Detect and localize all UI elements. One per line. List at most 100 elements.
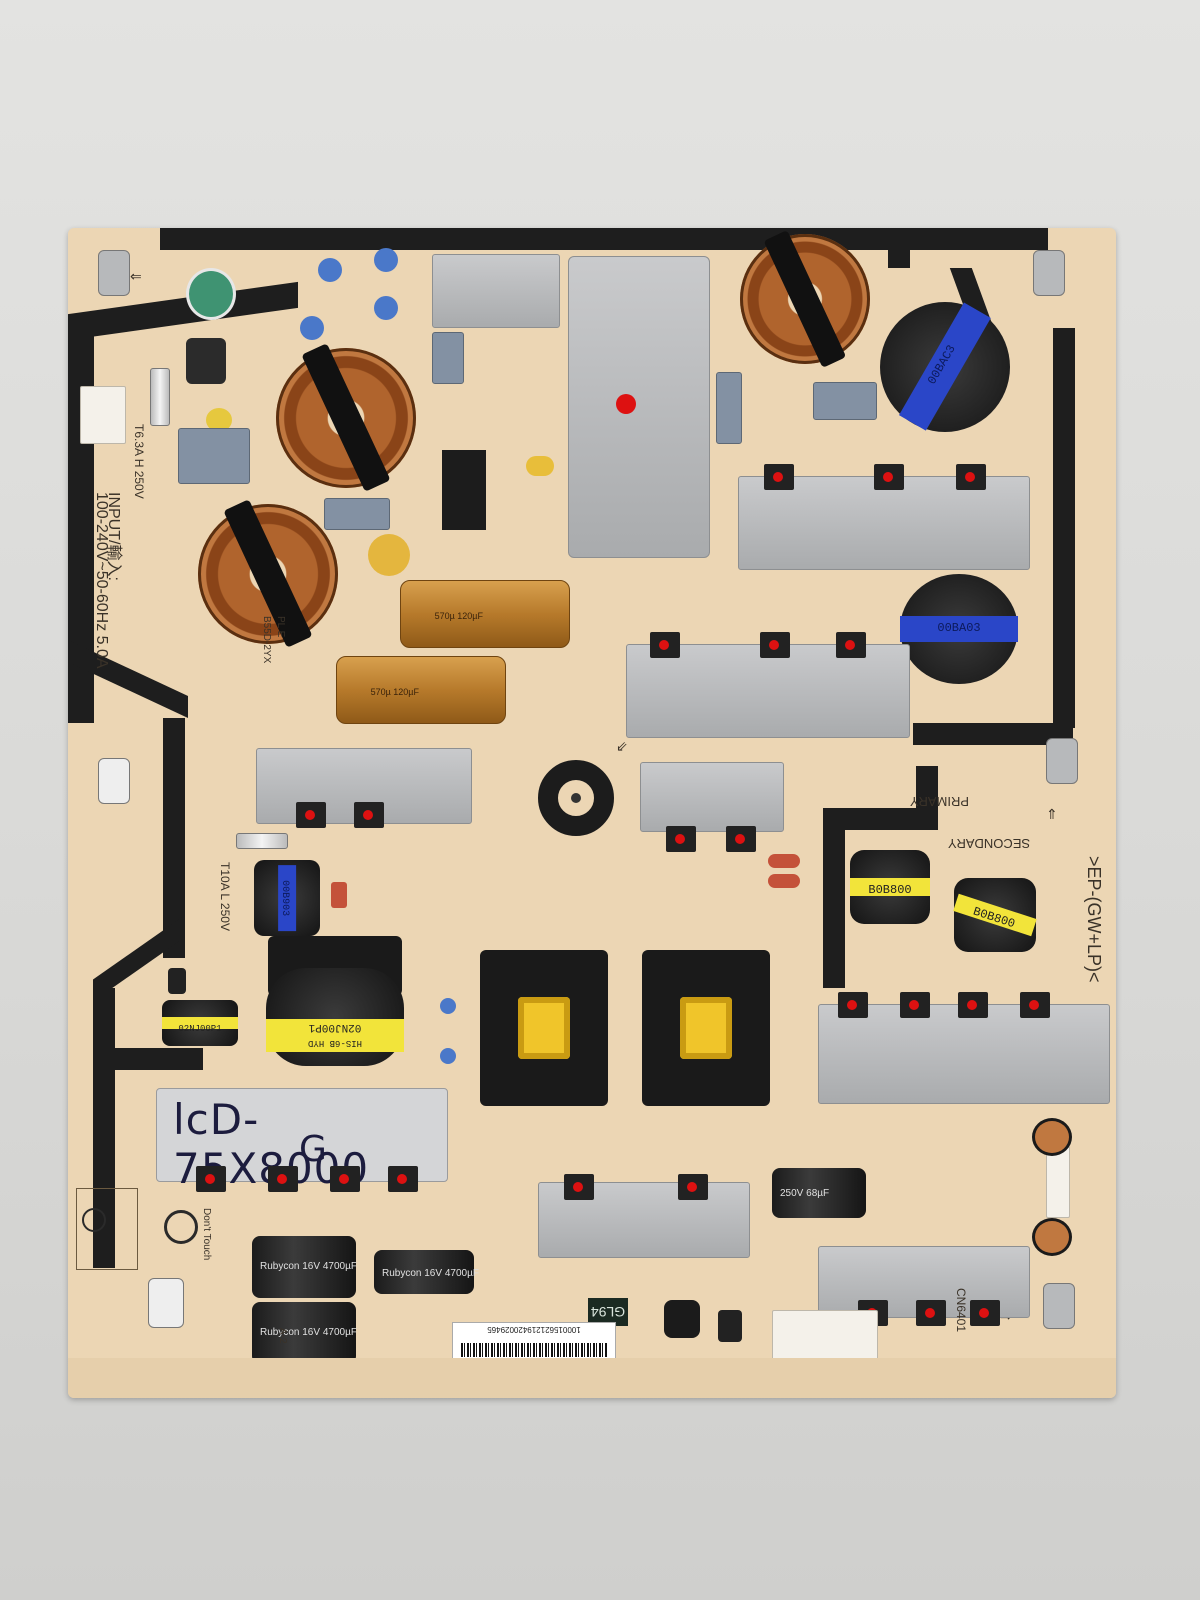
pfc-choke: 00BA03 [900,574,1018,684]
component-marking: 00BA03 [900,615,1018,643]
capacitor-rating: 250V 68µF [780,1188,830,1199]
main-transformer [642,950,770,1106]
film-capacitor [768,854,800,868]
y-capacitor [440,1048,456,1064]
mosfet [650,632,680,658]
secondary-label: SECONDARY [948,836,1031,851]
input-rating-label: 100-240V~50-60Hz 5.0A [93,492,110,669]
ceramic-capacitor [526,456,554,476]
ferrite-inductor [1032,1218,1072,1256]
capacitor-rating: Rubycon 16V 4700µF [260,1326,357,1338]
certification-box [76,1188,138,1270]
revision-label: A-2 [277,1328,288,1344]
pl-label: PL E [275,616,286,638]
pfc-heatsink [568,256,710,558]
heatsink [738,476,1030,570]
mosfet [760,632,790,658]
primary-label: PRIMARY [910,794,969,809]
ac-input-connector [80,386,126,444]
capacitor-rating: 570µ 120µF [434,610,483,621]
toroid-inductor [276,343,416,493]
y-capacitor [300,316,324,340]
component-marking: B0B800 [850,878,930,897]
mosfet [388,1166,418,1192]
ep-marking-label: >EP-(GW+LP)< [1084,856,1104,983]
output-inductor: B0B800 [850,850,930,924]
trace [838,808,938,830]
mosfet [354,802,384,828]
mounting-tab [98,758,130,804]
capacitor-rating: 570µ 120µF [370,686,419,697]
mosfet [330,1166,360,1192]
barcode-sticker: 100015621219420029465 [452,1322,616,1362]
mosfet [916,1300,946,1326]
toroid-inductor [740,229,870,369]
arrow-left-icon: ⇐ [130,268,142,284]
relay [442,450,486,530]
component-marking: 00B903 [277,864,297,931]
mosfet [678,1174,708,1200]
x-capacitor [324,498,390,530]
capacitor-rating: Rubycon 16V 4700µF [382,1267,479,1279]
transformer-sub-code: HIS-6B HYD [308,1037,363,1048]
y-capacitor [318,258,342,282]
electrolytic-capacitor [718,1310,742,1342]
thermistor [186,268,236,320]
standby-inductor: 00B903 [254,860,320,936]
electrolytic-capacitor: Rubycon 16V 4700µF [252,1302,357,1364]
component-marking: 02NJ00P1 HIS-6B HYD [266,1018,404,1053]
y-capacitor [374,296,398,320]
mosfet [836,632,866,658]
x-capacitor [813,382,877,420]
electrolytic-capacitor: Rubycon 16V 4700µF [252,1236,357,1298]
cqc-logo-icon [82,1208,106,1232]
fuse-rating-label: T10A L 250V [218,862,232,931]
x-capacitor [178,428,250,484]
mounting-tab [1033,250,1065,296]
mosfet [666,826,696,852]
common-mode-choke [186,338,226,384]
mosfet [764,464,794,490]
mosfet [970,1300,1000,1326]
x-capacitor [432,332,464,384]
mosfet [268,1166,298,1192]
barcode-text: 100015621219420029465 [487,1325,581,1334]
mosfet [874,464,904,490]
fiducial-dot [571,793,581,803]
small-transformer: 02NJ00P1 [162,1000,238,1046]
connector-label: CN6401 [954,1288,968,1333]
mounting-tab [1046,738,1078,784]
mounting-tab [98,250,130,296]
ferrite-inductor [1032,1118,1072,1156]
mosfet [196,1166,226,1192]
bridge-heatsink [432,254,560,328]
trace [93,1048,203,1070]
rectifier-diode [838,992,868,1018]
fiducial-ring [538,760,614,836]
mosfet [956,464,986,490]
trace [398,228,1048,250]
pl-code-label: B55D-2YX [261,616,272,664]
mounting-tab [148,1278,184,1328]
electrolytic-capacitor [168,968,186,994]
film-capacitor [331,882,347,908]
mosfet [296,802,326,828]
bulk-capacitor: 570µ 120µF [336,656,506,724]
x-capacitor [716,372,742,444]
fuse-rating-label: T6.3A H 250V [132,424,146,499]
circuit-board: ⇐ ⇑ ⇒ ⇙ T6.3A H 250V INPUT/輸入: 100-240V~… [68,228,1116,1398]
varistor [368,534,410,576]
small-inductor [664,1300,700,1338]
board-edge [68,1358,1116,1398]
trace [823,808,845,988]
barcode-bars [461,1343,607,1357]
pfc-choke: 00BAC3 [880,302,1010,432]
mounting-tab [1043,1283,1075,1329]
secondary-heatsink [818,1004,1110,1104]
mosfet [564,1174,594,1200]
dont-touch-label: Don't Touch [201,1208,212,1261]
component-marking: 02NJ00P1 [162,1017,238,1034]
heatsink [626,644,910,738]
electrolytic-capacitor: Rubycon 16V 4700µF [374,1250,479,1294]
trace [1053,328,1075,728]
